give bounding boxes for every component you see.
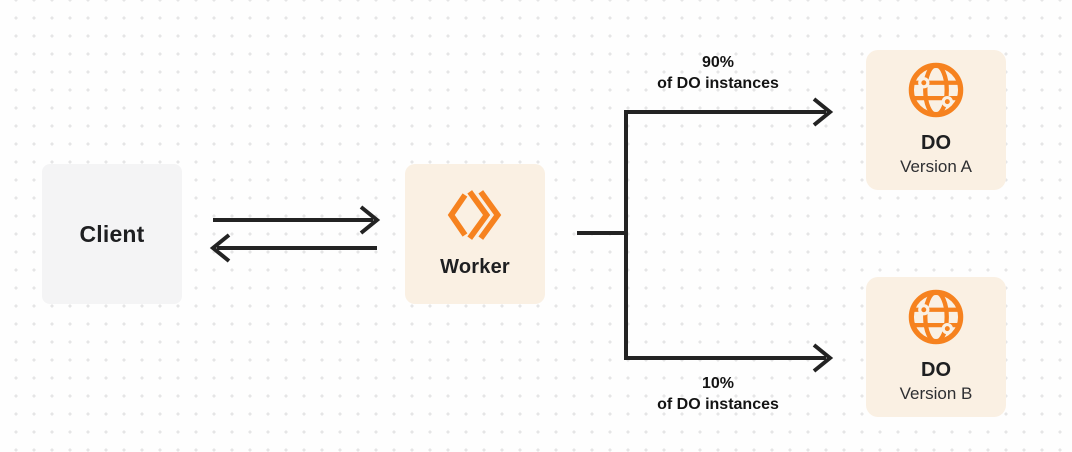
durable-object-globe-icon [908,289,964,345]
do-version-b-node: DO Version B [866,277,1006,417]
branch-bottom-percent: 10% [701,375,735,392]
client-label: Client [79,220,145,247]
do-b-subtitle: Version B [899,384,973,403]
client-node: Client [42,164,182,304]
durable-object-globe-icon [908,62,964,118]
worker-label: Worker [440,256,510,278]
do-b-title: DO [921,359,951,381]
do-a-subtitle: Version A [900,157,972,176]
worker-node: Worker [405,164,545,304]
do-version-a-node: DO Version A [866,50,1006,190]
arrowhead-to-do-a-icon [812,97,834,127]
branch-connector [624,110,826,360]
branch-top-caption: of DO instances [657,75,779,92]
branch-top-percent: 90% [701,54,735,71]
arrowhead-left-icon [209,233,231,263]
arrowhead-to-do-b-icon [812,343,834,373]
cloudflare-workers-logo-icon [447,190,502,240]
branch-top-label: 90% of DO instances [608,52,828,94]
branch-bottom-label: 10% of DO instances [608,373,828,415]
branch-bottom-caption: of DO instances [657,396,779,413]
arrowhead-right-icon [359,205,381,235]
do-a-title: DO [921,132,951,154]
